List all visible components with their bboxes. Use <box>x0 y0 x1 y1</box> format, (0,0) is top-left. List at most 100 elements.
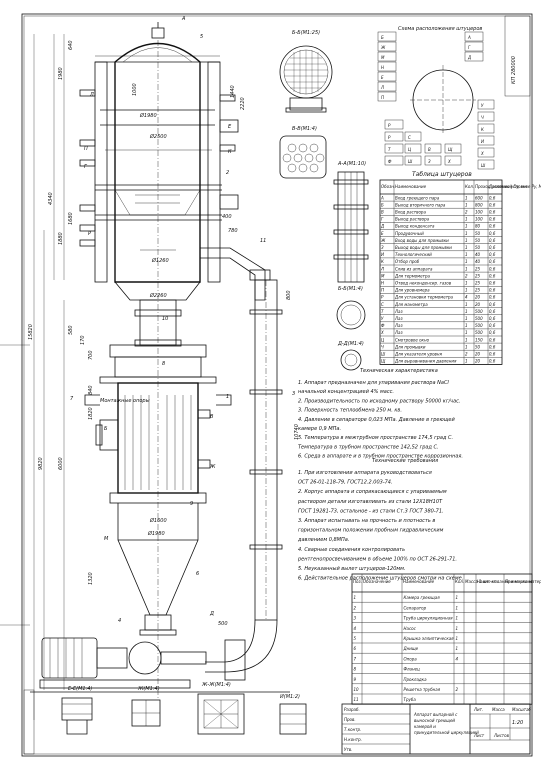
nozzle-table-cell: 0,6 <box>489 359 496 364</box>
note-line: раствором детали изготавливать из стали … <box>297 499 443 505</box>
note-line: давлением 0,8МПа. <box>297 537 349 543</box>
nozzle-table-cell: С <box>381 302 384 307</box>
nozzle-table-cell: Л <box>380 266 384 271</box>
spec-table-cell: 10 <box>354 687 360 692</box>
nozzle-table-cell: 1 <box>465 288 468 293</box>
tech-req-lines: 1. При изготовлении аппарата руководство… <box>297 470 463 582</box>
nozzle-table-cell: 4 <box>465 295 468 300</box>
note-line: 5. Неуказанный вылет штуцеров-120мм. <box>298 566 406 572</box>
nozzle-table-cell: 0,6 <box>489 245 496 250</box>
label-R: Р <box>88 231 91 237</box>
dim-840: 840 <box>88 385 94 395</box>
tech-char-title: Техническая характеристика <box>360 368 438 374</box>
scheme-label-E: Е <box>381 75 384 80</box>
spec-table-cell: Сепаратор <box>404 605 427 610</box>
nozzle-table-cell: 500 <box>475 316 483 321</box>
scheme-label-Yu: Ш <box>481 163 486 168</box>
nozzle-table-cell: 0,6 <box>489 330 496 335</box>
nozzle-table-cell: 1 <box>465 231 468 236</box>
note-line: 1. Аппарат предназначен для упаривания р… <box>298 380 449 386</box>
dim-1000: 1000 <box>132 83 138 96</box>
scheme-label-Kh: Х <box>480 151 484 156</box>
spec-table-cell: 2 <box>354 605 357 610</box>
tb-sheets: Листов <box>493 733 510 738</box>
nozzle-table-cell: 25 <box>475 273 481 278</box>
scheme-label-R1: Р <box>388 123 391 128</box>
spec-table-cell: 1 <box>456 616 459 621</box>
nozzle-table-cell: 40 <box>475 259 481 264</box>
nozzle-table-cell: Отбор проб <box>395 259 420 264</box>
nozzle-table-cell: 500 <box>475 323 483 328</box>
spec-table-cell: 5 <box>354 636 357 641</box>
tb-scale: 1:20 <box>512 720 523 726</box>
spec-table-cell: Прокладка <box>404 677 428 682</box>
label-L: Л <box>89 92 94 98</box>
nozzle-table-cell: Выход конденсата <box>395 224 435 229</box>
callout-1: 1 <box>226 394 229 400</box>
nozzle-table-cell: Для промывки <box>394 344 426 349</box>
nozzle-table-cell: Продувочный <box>395 231 424 236</box>
dim-d1980: Ø1980 <box>139 112 157 119</box>
nozzle-table-cell: 1 <box>465 359 468 364</box>
scheme-label-M: М <box>381 55 385 60</box>
nozzle-table-cell: 2 <box>465 273 468 278</box>
sheet-code-box <box>504 15 531 97</box>
nozzle-table-cell: Для манометра <box>394 302 428 307</box>
nozzle-table-cell: 0,6 <box>489 295 496 300</box>
nozzle-table-cell: Слив из аппарата <box>395 266 433 271</box>
nozzle-table-cell: 1 <box>465 330 468 335</box>
nozzle-table-cell: 0,6 <box>489 252 496 257</box>
scheme-label-L: Л <box>380 85 384 90</box>
callout-4: 4 <box>118 618 121 624</box>
nozzle-table-cell: 0,6 <box>489 344 496 349</box>
label-D: Д <box>209 611 214 617</box>
side-stamp <box>23 689 35 755</box>
dim-400: 400 <box>222 214 232 220</box>
nozzle-table-cell: Для термометра <box>394 273 431 278</box>
spec-table-cell: Труба <box>404 697 417 702</box>
nozzle-table-cell: 500 <box>475 330 483 335</box>
spec-table-header: Кол. <box>455 579 464 584</box>
nozzle-table-cell: Г <box>381 217 384 222</box>
nozzle-table-header: Давление условное Py, МПа <box>488 184 541 189</box>
nozzle-table-cell: 1 <box>465 337 468 342</box>
nozzle-table-cell: Выход воды для промывки <box>395 245 452 250</box>
nozzle-table-cell: 1 <box>465 224 468 229</box>
nozzle-table-cell: Х <box>380 330 384 335</box>
spec-table-cell: 6 <box>354 646 357 651</box>
spec-table-header: Обозначение <box>363 579 391 584</box>
spec-table-header: Приме-чание <box>505 579 533 584</box>
nozzle-table-cell: 1 <box>465 344 468 349</box>
nozzle-table-cell: 20 <box>475 295 481 300</box>
nozzle-table-cell: З <box>381 245 384 250</box>
section-bb-small-title: Б-Б(М1:4) <box>338 286 363 292</box>
scheme-label-D: Д <box>467 55 471 60</box>
dim-4340: 4340 <box>48 192 54 205</box>
left-dimensions: 15820 9820 4340 1980 1880 640 6000 1820 … <box>0 34 94 720</box>
nozzle-table-cell: 1 <box>465 202 468 207</box>
scheme-label-Zh: Ж <box>380 45 386 50</box>
tb-lit: Лит. <box>473 707 483 712</box>
callout-2: 2 <box>226 170 229 176</box>
nozzle-table-cell: Лаз <box>394 309 403 314</box>
nozzle-table-cell: 0,6 <box>489 266 496 271</box>
nozzle-table-title: Таблица штуцеров <box>412 171 472 178</box>
spec-table-cell: 2 <box>456 687 459 692</box>
nozzle-table-cell: 50 <box>475 238 481 243</box>
nozzle-table-cell: 1 <box>465 195 468 200</box>
nozzle-table-cell: 50 <box>475 231 481 236</box>
nozzle-table-cell: У <box>381 316 384 321</box>
tech-char-lines: 1. Аппарат предназначен для упаривания р… <box>298 380 463 460</box>
nozzle-table-cell: 0,6 <box>489 217 496 222</box>
nozzle-table-cell: Для указателя уровня <box>394 352 443 357</box>
label-E: Е <box>228 124 232 130</box>
section-aa-title: А-А(М1:10) <box>337 161 366 167</box>
nozzle-table-cell: Ж <box>380 238 386 243</box>
tb-name-2: выносной греющей <box>414 718 455 723</box>
dim-1880: 1880 <box>58 232 64 245</box>
nozzle-table-cell: 0,6 <box>489 337 496 342</box>
section-vv-title: В-В(М1:4) <box>292 126 317 132</box>
